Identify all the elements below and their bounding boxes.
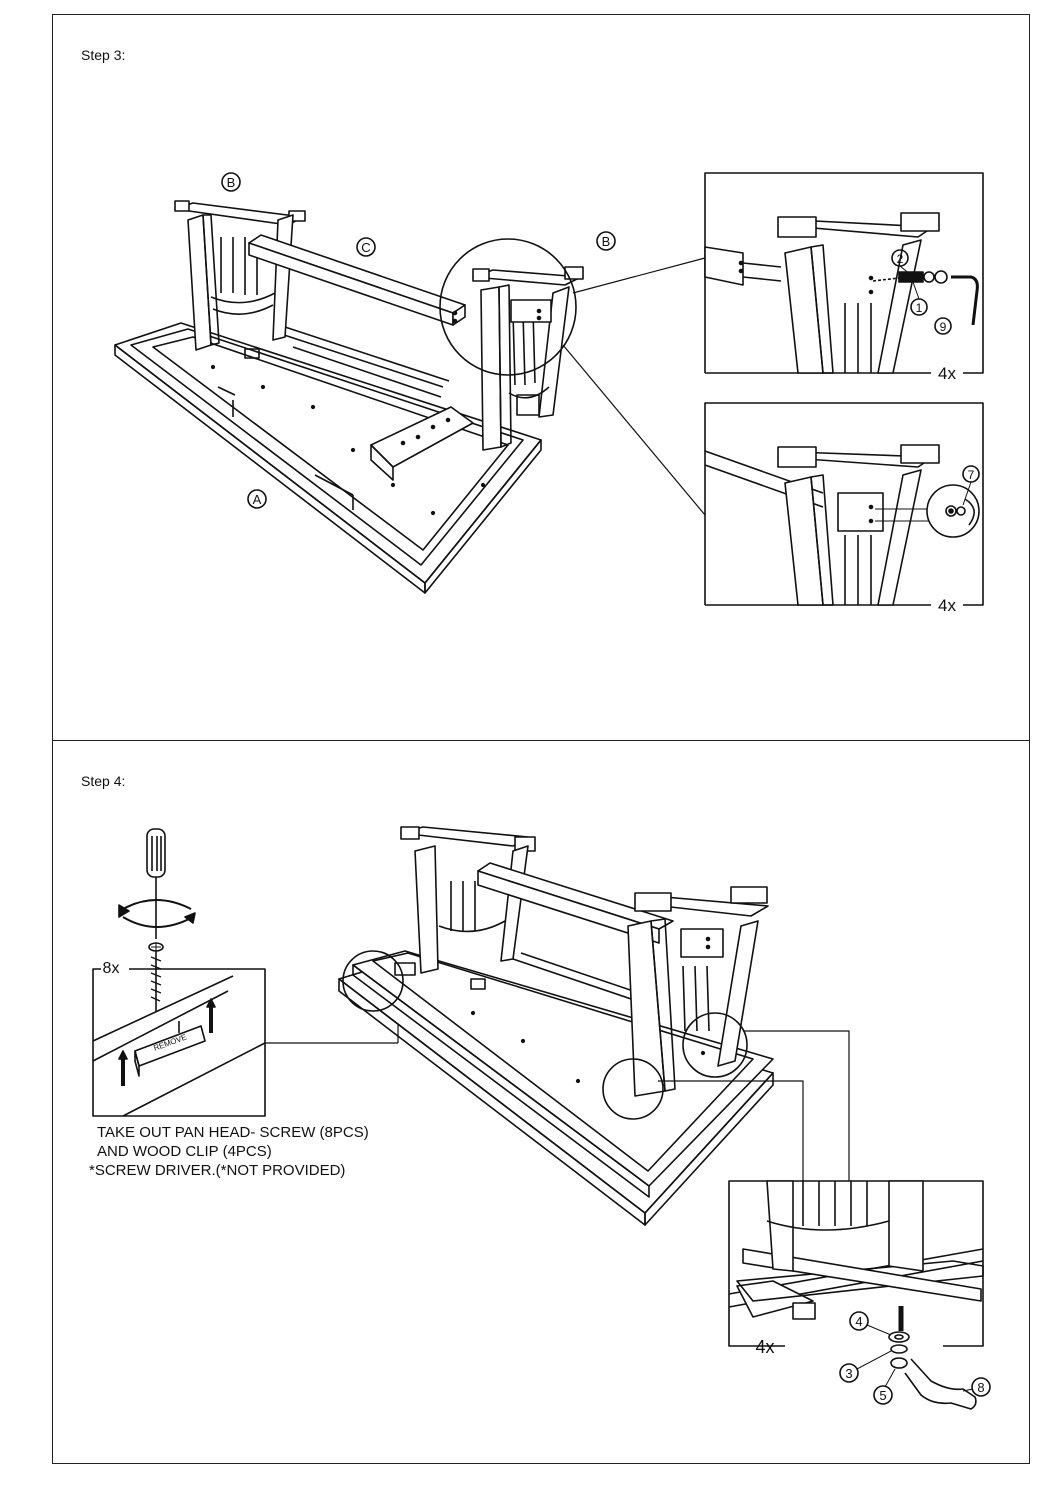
screw-detail-callout: [92, 968, 266, 1117]
step-4-illustration: 8x REMOVE 4x 4 3 5 8: [92, 826, 991, 1410]
bolt-qty-label: 4x: [938, 364, 956, 383]
part-a-label: A: [253, 492, 262, 507]
screw-qty-label: 8x: [103, 960, 120, 977]
instruction-line-3: *SCREW DRIVER.(*NOT PROVIDED): [89, 1162, 346, 1179]
part-3-label: 3: [845, 1366, 852, 1381]
magnifier-circle: [439, 238, 577, 376]
step-3-panel: Step 3:: [52, 14, 1030, 741]
part-1-label: 1: [916, 301, 923, 315]
stretcher-c: [248, 234, 466, 326]
nut-qty-label: 4x: [755, 1337, 774, 1357]
instruction-line-1: TAKE OUT PAN HEAD- SCREW (8PCS): [97, 1124, 369, 1141]
step-4-title: Step 4:: [81, 773, 126, 789]
part-8-label: 8: [977, 1380, 984, 1395]
table-assembly: [338, 826, 774, 1226]
part-7-label: 7: [968, 468, 975, 482]
part-4-label: 4: [855, 1314, 862, 1329]
part-9-badge: [934, 317, 952, 335]
leg-b-left: [174, 200, 306, 351]
part-b-right-label: B: [602, 234, 611, 249]
part-b-left-badge: [221, 172, 241, 192]
screwdriver-icon: [118, 828, 196, 939]
cap-qty-label: 4x: [938, 596, 956, 615]
bolt-detail-callout: [704, 172, 984, 374]
step-4-panel: Step 4:: [52, 740, 1030, 1464]
step-3-title: Step 3:: [81, 47, 126, 63]
part-2-label: 2: [897, 252, 904, 266]
nut-detail-callout: [728, 1180, 984, 1410]
cap-detail-callout: [704, 402, 984, 606]
part-9-label: 9: [940, 320, 947, 334]
part-a-badge: [247, 489, 267, 509]
step-3-illustration: B C B A 2 1 9 7 4x 4x: [114, 172, 984, 615]
tabletop-a: [114, 322, 542, 594]
part-b-right-badge: [596, 231, 616, 251]
part-b-left-label: B: [227, 175, 236, 190]
leg-b-right: [472, 266, 584, 451]
part-c-badge: [356, 237, 376, 257]
screw-icon: [148, 942, 164, 1011]
instruction-line-2: AND WOOD CLIP (4PCS): [97, 1143, 272, 1160]
part-c-label: C: [361, 240, 370, 255]
part-5-label: 5: [879, 1388, 886, 1403]
